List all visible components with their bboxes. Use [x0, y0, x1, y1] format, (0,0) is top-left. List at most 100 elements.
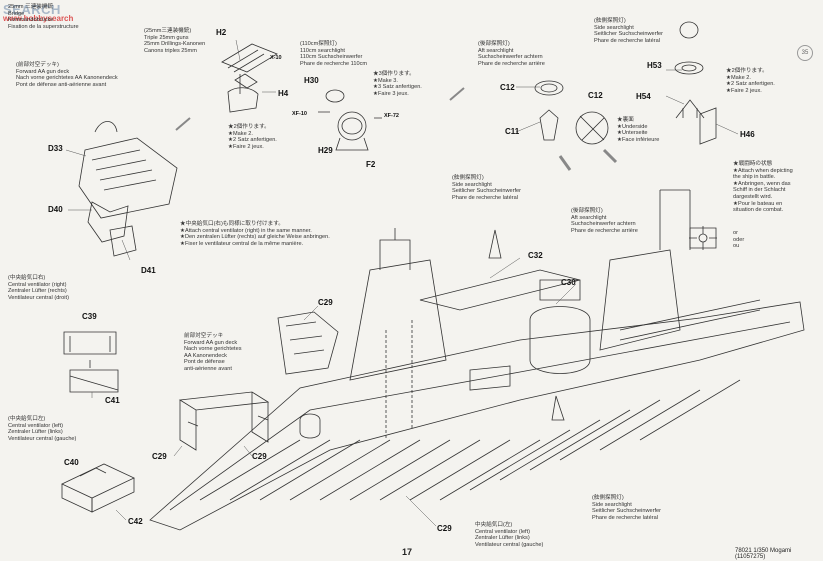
caption-line: Seitlicher Suchscheinwerfer	[592, 508, 662, 515]
part-label: XF-72	[384, 113, 399, 119]
caption-line: AA Kanonendeck	[184, 352, 227, 359]
part-label: C12	[500, 83, 515, 92]
note-line: or	[733, 230, 738, 236]
caption-line: Suchscheinwerfer achtern	[478, 54, 543, 61]
note-line: ★Pour le bateau en	[733, 200, 783, 207]
caption-line: Zentraler Lüfter (links)	[8, 429, 63, 436]
note-line: ★戦闘時の状態	[733, 161, 773, 167]
part-label: H2	[216, 28, 227, 37]
model-code: 78021 1/350 Mogami (11057275)	[735, 548, 792, 560]
part-label: D41	[141, 266, 156, 275]
note-line: ★Underside	[617, 123, 648, 130]
caption-line: Phare de recherche arrière	[478, 60, 545, 67]
note-line: ★3個作ります。	[373, 71, 415, 77]
caption-line: Seitlicher Suchscheinwerfer	[594, 31, 664, 38]
part-label: C11	[505, 127, 520, 136]
note-line: ★Faire 3 jeux.	[373, 90, 409, 97]
part-label: C29	[437, 524, 452, 533]
part-label: H54	[636, 92, 651, 101]
caption-line: 中央給気口(左)	[475, 522, 513, 528]
note-line: ★Make 3.	[373, 77, 398, 84]
note-line: ★Faire 2 jeux.	[726, 87, 762, 94]
side-searchlight-drawing	[674, 21, 717, 145]
part-label: X-10	[270, 55, 282, 61]
watermark-brand: SEARCH	[3, 2, 61, 17]
part-label: H46	[740, 130, 755, 139]
header-jp: 25mm 三連装機銃	[8, 4, 54, 10]
caption-line: Nach vorne gerichtetes	[184, 346, 242, 353]
page-number: 17	[402, 547, 413, 557]
caption-line: Ventilateur central (gauche)	[475, 541, 544, 548]
note-line: ★Make 2.	[228, 130, 253, 137]
header-fr: Fixation de la superstructure	[8, 23, 79, 30]
note-line: ou	[733, 243, 740, 250]
triple-gun-caption: (25mm三連装機銃) Triple 25mm guns 25mm Drilli…	[144, 28, 205, 54]
part-label: C39	[82, 312, 97, 321]
caption-line: (舷側探照灯)	[592, 495, 624, 501]
caption-line: Ventilateur central (gauche)	[8, 435, 77, 442]
attach-ventilator-note: ★中央給気口(右)も同様に取り付けます。★Attach central vent…	[180, 221, 330, 247]
part-label: C41	[105, 396, 120, 405]
caption-line: Aft searchlight	[571, 214, 607, 221]
note-line: ★Attach when depicting	[733, 167, 793, 174]
caption-jp: (25mm三連装機銃)	[144, 28, 192, 34]
make-2-note: ★2個作ります。★Make 2.★2 Satz anfertigen.★Fair…	[228, 124, 277, 150]
caption-line: Forward AA gun deck	[16, 68, 70, 75]
caption-line: (舷側探照灯)	[594, 18, 626, 24]
note-line: ★中央給気口(右)も同様に取り付けます。	[180, 221, 284, 227]
caption-line: (中央給気口右)	[8, 275, 46, 281]
underside-note: ★裏面★Underside★Unterseite★Face inférieure	[617, 117, 659, 143]
note-line: ★Attach central ventilator (right) in th…	[180, 227, 312, 234]
central-ventilator-left-bottom-caption: 中央給気口(左)Central ventilator (left)Zentral…	[475, 522, 543, 548]
deck-c29-drawing	[178, 311, 339, 451]
caption-line: Nach vorne gerichtetes AA Kanonendeck	[16, 75, 118, 82]
note-line: ★裏面	[617, 117, 634, 123]
note-line: ★Den zentralen Lüfter (rechts) auf gleic…	[180, 234, 330, 241]
part-label: C29	[152, 452, 167, 461]
caption-line: Central ventilator (left)	[475, 528, 531, 535]
part-label: H4	[278, 89, 289, 98]
caption-line: (後部探照灯)	[478, 41, 510, 47]
caption-line: Side searchlight	[592, 501, 632, 508]
ventilator-right-drawing	[63, 331, 119, 393]
note-line: ★Fixer le ventilateur central de la même…	[180, 240, 304, 247]
note-line: the ship in battle.	[733, 174, 776, 181]
note-line: ★Make 2.	[726, 74, 751, 81]
note-line: situation de combat.	[733, 207, 784, 214]
ship-hull-drawing	[149, 189, 805, 531]
caption-line: Central ventilator (left)	[8, 422, 64, 429]
searchlight-110-drawing	[318, 89, 382, 151]
central-ventilator-left-caption: (中央給気口左)Central ventilator (left)Zentral…	[8, 416, 76, 442]
note-line: ★Faire 2 jeux.	[228, 143, 264, 150]
caption-line: (舷側探照灯)	[452, 175, 484, 181]
part-label: C32	[528, 251, 543, 260]
note-line: ★Anbringen, wenn das	[733, 180, 791, 187]
note-line: ★Face inférieure	[617, 136, 660, 143]
caption-en: Triple 25mm guns	[144, 34, 189, 41]
caption-line: anti-aérienne avant	[184, 365, 232, 372]
caption-line: Zentraler Lüfter (rechts)	[8, 288, 67, 295]
caption-line: Phare de recherche latéral	[592, 514, 658, 521]
note-line: ★Unterseite	[617, 130, 648, 137]
watermark-url: www.hobbysearch	[3, 14, 74, 23]
note-line: Schiff in der Schlacht	[733, 187, 786, 194]
note-line: dargestellt wird.	[733, 193, 773, 200]
note-line: ★2 Satz anfertigen.	[228, 137, 277, 144]
caption-line: Pont de défense	[184, 359, 225, 366]
note-line: ★2個作ります。	[228, 124, 270, 130]
rising-sun-flag-drawing	[689, 226, 717, 250]
caption-line: 110cm Suchscheinwerfer	[300, 54, 363, 61]
caption-line: Side searchlight	[594, 24, 634, 31]
part-label: F2	[366, 160, 376, 169]
caption-line: Phare de recherche arrière	[571, 227, 638, 234]
caption-line: Zentraler Lüfter (links)	[475, 535, 530, 542]
caption-line: Ventilateur central (droit)	[8, 294, 69, 301]
